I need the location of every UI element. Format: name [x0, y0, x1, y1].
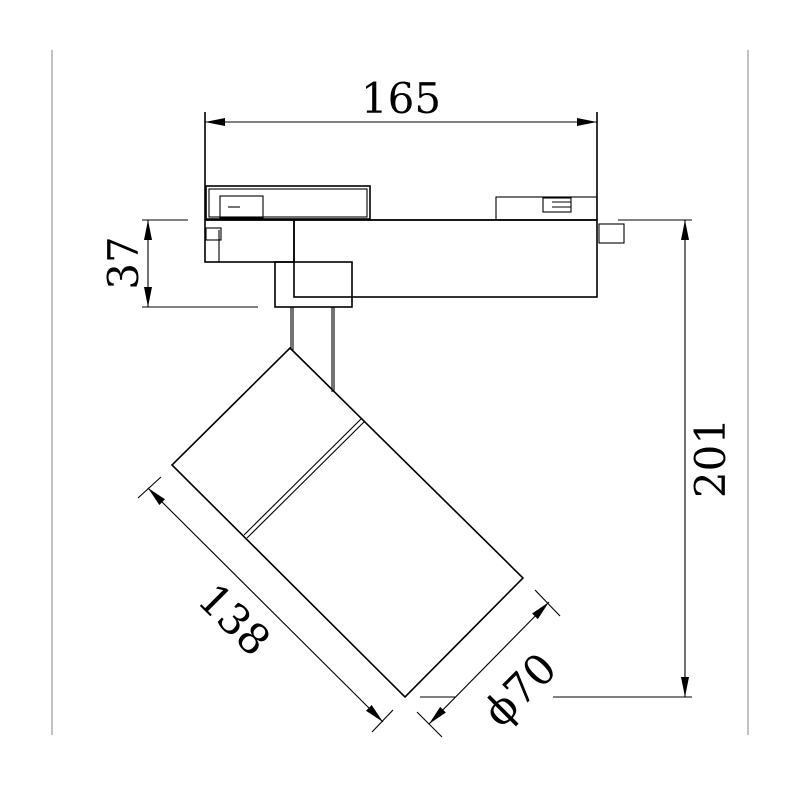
dimension-total-height: 201	[420, 219, 735, 698]
drawing-frame	[51, 50, 749, 735]
lamp-stem	[290, 307, 335, 392]
dimension-lamp-length: 138	[137, 476, 394, 733]
dimension-adapter-height-label: 37	[99, 236, 148, 289]
track-adapter	[204, 112, 625, 308]
dimension-lamp-length-label: 138	[189, 574, 280, 665]
dimension-adapter-height: 37	[99, 219, 258, 308]
dimension-lamp-diameter: ϕ70	[416, 589, 566, 738]
dimension-width: 165	[205, 74, 597, 126]
dimension-total-height-label: 201	[686, 418, 735, 498]
dimension-width-label: 165	[361, 74, 441, 123]
dimension-lamp-diameter-label: ϕ70	[473, 643, 566, 736]
